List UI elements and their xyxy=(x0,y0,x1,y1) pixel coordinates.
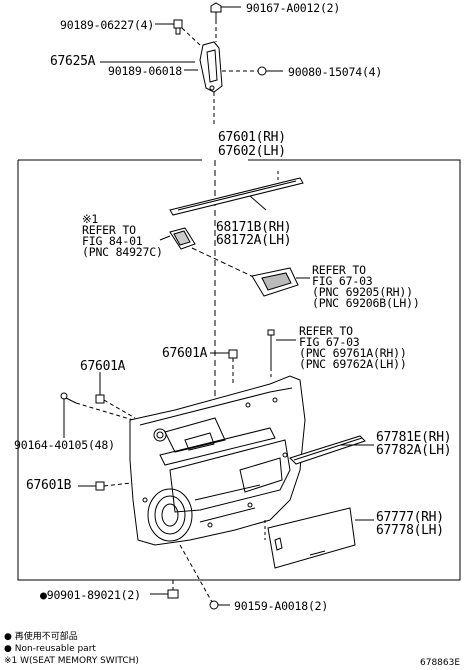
part-label-67602-lh: 67602(LH) xyxy=(218,144,286,159)
refer-67-03a-line2: FIG 67-03 xyxy=(312,274,373,288)
part-label-67777: 67777(RH) xyxy=(376,510,444,525)
legend-line-en: ● Non-reusable part xyxy=(4,644,96,654)
part-label-90164: 90164-40105(48) xyxy=(14,438,115,452)
inside-handle xyxy=(251,267,299,297)
memory-switch xyxy=(169,227,196,250)
refer-84-line3: (PNC 84927C) xyxy=(82,245,163,259)
refer-67-03b-line2: FIG 67-03 xyxy=(299,335,360,349)
refer-67-03a-line4: (PNC 69206B(LH)) xyxy=(312,296,420,310)
trim-clip xyxy=(267,329,275,368)
part-label-67601-rh: 67601(RH) xyxy=(218,130,286,145)
part-label-68171B: 68171B(RH) xyxy=(216,220,292,235)
door-trim-panel xyxy=(129,375,306,546)
pocket-cover-67777 xyxy=(267,507,356,569)
clip-67601A-left xyxy=(95,394,105,404)
figure-id: 678863E xyxy=(420,658,461,668)
part-label-68172A: 68172A(LH) xyxy=(216,233,292,248)
clip-90901 xyxy=(167,589,179,599)
legend-note: ※1 W(SEAT MEMORY SWITCH) xyxy=(4,656,139,666)
refer-67-03a-line1: REFER TO xyxy=(312,263,366,277)
refer-84-line2: FIG 84-01 xyxy=(82,234,143,248)
part-label-67601A-left: 67601A xyxy=(80,359,126,374)
note-mark: ※1 xyxy=(82,212,99,226)
refer-67-03b-line3: (PNC 69761A(RH)) xyxy=(299,346,407,360)
clip-67601A-mid xyxy=(228,349,238,359)
refer-67-03b-line4: (PNC 69762A(LH)) xyxy=(299,357,407,371)
part-label-67782A: 67782A(LH) xyxy=(376,443,452,458)
part-label-90189-06018: 90189-06018 xyxy=(108,64,182,78)
refer-67-03a-line3: (PNC 69205(RH)) xyxy=(312,285,413,299)
legend-line-ja: ● 再使用不可部品 xyxy=(4,632,78,642)
clip-67601B xyxy=(95,481,105,491)
part-label-67625A: 67625A xyxy=(50,54,96,69)
part-label-90189-06227: 90189-06227(4) xyxy=(60,18,155,32)
part-label-90080: 90080-15074(4) xyxy=(288,65,383,79)
assembly-frame xyxy=(17,159,461,581)
weatherstrip-68171B xyxy=(169,177,304,216)
screw-90159 xyxy=(209,600,230,610)
refer-67-03b-line1: REFER TO xyxy=(299,324,353,338)
refer-84-line1: REFER TO xyxy=(82,223,136,237)
screw-90164 xyxy=(60,392,77,404)
part-label-67778: 67778(LH) xyxy=(376,523,444,538)
screw-90189-06227 xyxy=(173,19,183,35)
bracket-67625A xyxy=(199,41,223,93)
part-label-67781E: 67781E(RH) xyxy=(376,430,452,445)
part-label-90901: ●90901-89021(2) xyxy=(40,588,141,602)
part-label-67601A-mid: 67601A xyxy=(162,346,208,361)
part-label-67601B: 67601B xyxy=(26,478,72,493)
clip-90167 xyxy=(210,2,222,20)
molding-67781E xyxy=(289,435,366,465)
part-label-90167: 90167-A0012(2) xyxy=(246,1,341,15)
bolt-90080 xyxy=(257,66,283,76)
part-label-90159: 90159-A0018(2) xyxy=(234,599,329,613)
